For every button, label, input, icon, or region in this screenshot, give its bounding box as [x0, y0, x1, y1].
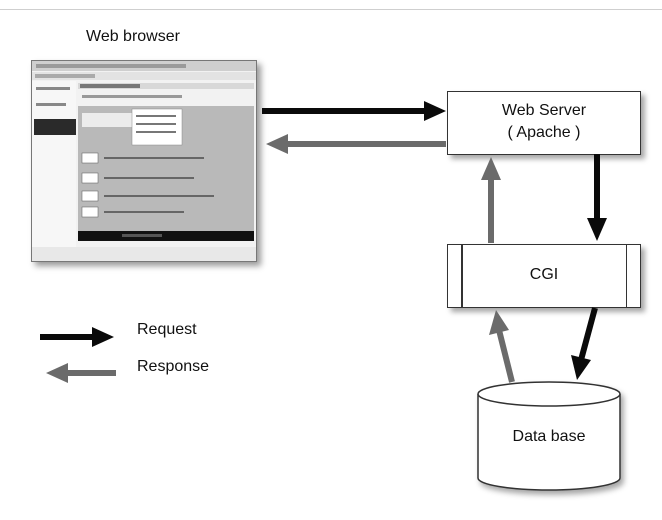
request-arrow-cgi-to-database: [571, 307, 598, 380]
legend-response-arrow: [46, 363, 116, 383]
legend-response-label: Response: [137, 358, 210, 375]
browser-page-illustration: [32, 61, 256, 261]
web-server-sublabel: ( Apache ): [507, 124, 581, 141]
request-arrow-browser-to-server: [262, 101, 446, 121]
web-browser-title: Web browser: [86, 28, 180, 45]
database-label: Data base: [512, 428, 586, 445]
legend-request-arrow: [40, 327, 114, 347]
database-node: [477, 381, 621, 491]
response-arrow-database-to-cgi: [489, 310, 515, 383]
top-divider: [0, 9, 662, 10]
web-server-node: Web Server ( Apache ): [447, 91, 641, 155]
web-server-label: Web Server: [501, 102, 587, 119]
cgi-right-bar: [625, 245, 627, 307]
cgi-node: CGI: [447, 244, 641, 308]
cgi-label: CGI: [529, 266, 559, 283]
response-arrow-server-to-browser: [266, 134, 446, 154]
response-arrow-cgi-to-server: [481, 157, 501, 243]
request-arrow-server-to-cgi: [587, 154, 607, 241]
browser-window-thumbnail: [31, 60, 257, 262]
legend-request-label: Request: [137, 321, 197, 338]
cgi-left-bar: [461, 245, 463, 307]
